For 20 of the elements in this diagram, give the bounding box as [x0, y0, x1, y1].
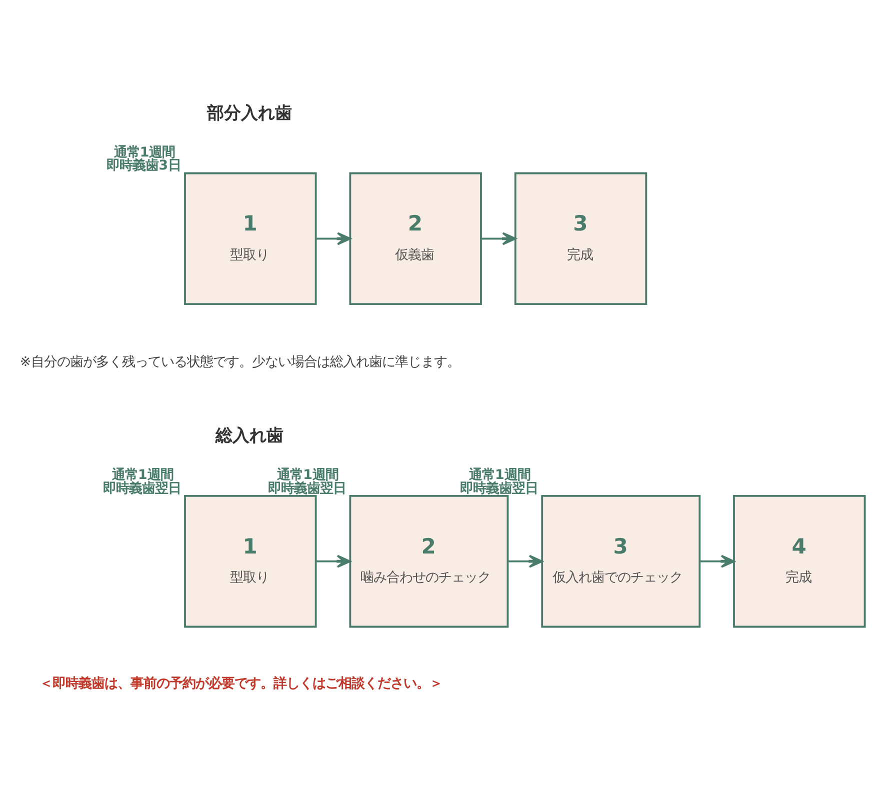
arrow [700, 554, 735, 568]
node-box: 4 完成 [733, 495, 866, 628]
node-box: 2 噛み合わせのチェック [349, 495, 509, 628]
node-box: 3 完成 [514, 172, 648, 305]
label: 総入れ歯 [216, 426, 284, 446]
arrow [508, 554, 543, 568]
node-box: 2 仮義歯 [349, 172, 482, 305]
node-label: 即時義歯翌日 [102, 481, 181, 496]
label: 部分入れ歯 [206, 103, 292, 124]
label: ＜即時義歯は、事前の予約が必要です。詳しくはご相談ください。＞ [39, 676, 442, 692]
node-label: 即時義歯翌日 [268, 481, 346, 496]
node-box: 3 仮入れ歯でのチェック [541, 495, 701, 628]
node-box: 1 型取り [184, 172, 317, 305]
node-label: 即時義歯3日 [106, 158, 182, 174]
arrow [481, 232, 516, 246]
arrow [316, 554, 351, 568]
arrow [316, 232, 352, 246]
node-label: 即時義歯翌日 [460, 481, 538, 496]
label: ※自分の歯が多く残っている状態です。少ない場合は総入れ歯に準じます。 [20, 354, 460, 370]
node-box: 1 型取り [184, 495, 317, 628]
